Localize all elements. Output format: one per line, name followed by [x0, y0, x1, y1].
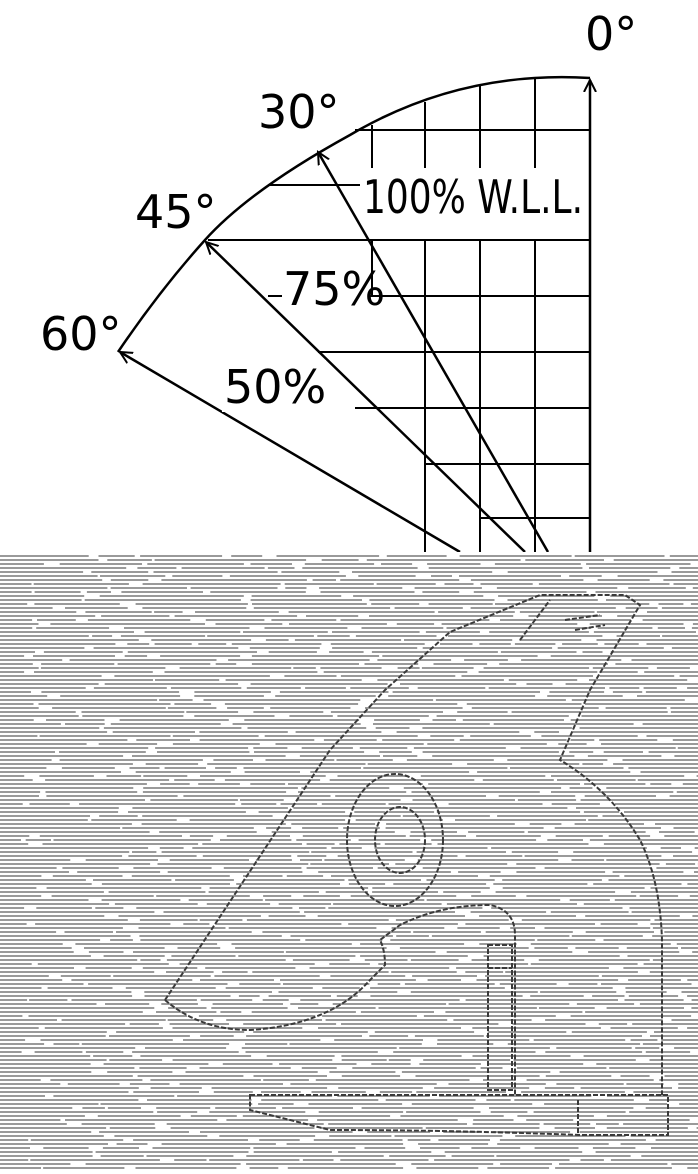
label-bg-75 [282, 262, 370, 314]
capacity-label-75: 75% [283, 262, 385, 316]
clamp-jaw [164, 903, 516, 1095]
load-line-60-deg [120, 352, 461, 554]
clamp-cam [487, 944, 513, 1091]
clamp-body-inner [519, 599, 551, 641]
clamp-drawing-section [0, 552, 698, 1169]
angle-label-30: 30° [258, 85, 340, 139]
clamp-base-plate [249, 1094, 669, 1136]
clamp-eye-inner [374, 806, 426, 874]
angle-label-45: 45° [135, 185, 217, 239]
outer-arc [116, 75, 591, 353]
clamp-top-detail [564, 614, 601, 621]
angle-label-0: 0° [585, 7, 637, 61]
clamp-top-detail [574, 624, 606, 631]
clamp-body [164, 594, 663, 1095]
clamp-outline [164, 594, 669, 1136]
label-bg-100 [360, 168, 582, 220]
angle-label-60: 60° [40, 307, 122, 361]
grid-horizontal-lines [208, 129, 590, 519]
label-bg-50 [222, 360, 326, 412]
scan-line-pattern [0, 555, 698, 1169]
load-line-30-deg [318, 152, 550, 553]
clamp-eye-outer [346, 773, 444, 907]
capacity-label-100: 100% W.L.L. [363, 170, 583, 224]
load-line-45-deg [206, 242, 526, 553]
capacity-label-50: 50% [224, 360, 326, 414]
